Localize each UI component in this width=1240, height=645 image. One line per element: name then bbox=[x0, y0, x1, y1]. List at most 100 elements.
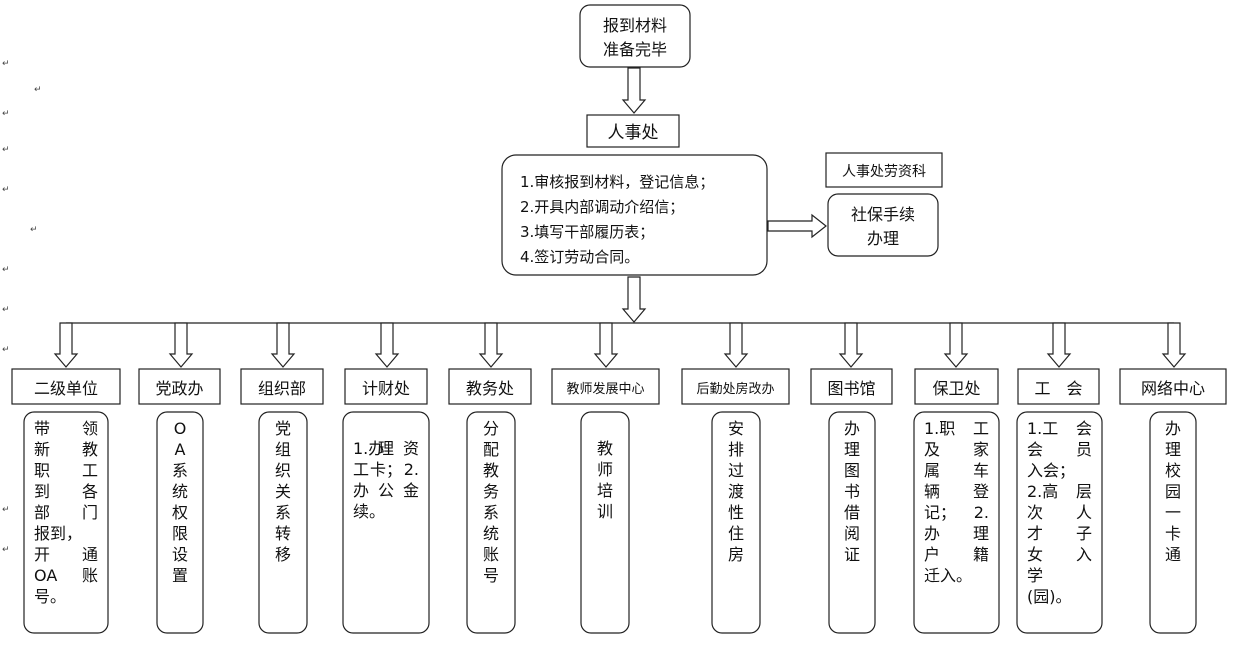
arrow-top-to-hr bbox=[621, 67, 647, 114]
department-task-text: 教 bbox=[483, 461, 499, 480]
department-task-text: 账 bbox=[483, 545, 499, 564]
department-label: 工 会 bbox=[1034, 379, 1082, 398]
department-task-text: 入会； bbox=[1027, 461, 1075, 480]
department-task-text: 图 bbox=[844, 461, 860, 480]
department-task-text: A bbox=[175, 440, 186, 459]
node-labor-section: 人事处劳资科 bbox=[825, 152, 943, 188]
svg-text:↵: ↵ bbox=[2, 305, 10, 315]
hr-label: 人事处 bbox=[608, 123, 659, 143]
department-task-text: 女 bbox=[1027, 545, 1043, 564]
arrow-hr-to-social bbox=[767, 213, 827, 239]
department-task-text: 卡； bbox=[370, 460, 402, 479]
department-label: 教师发展中心 bbox=[566, 381, 644, 397]
department-arrow bbox=[53, 322, 79, 368]
department-label: 图书馆 bbox=[827, 379, 875, 398]
department-task-text: 记； bbox=[924, 503, 956, 522]
department-arrow bbox=[374, 322, 400, 368]
department-task-text: 通 bbox=[1165, 545, 1181, 564]
department-task-text: 号。 bbox=[34, 587, 66, 606]
svg-text:↵: ↵ bbox=[34, 85, 42, 95]
department-task-text: 证 bbox=[844, 545, 860, 564]
department-task-text: 权 bbox=[172, 503, 188, 522]
department-task-text: 配 bbox=[483, 440, 499, 459]
labor-section-label: 人事处劳资科 bbox=[842, 164, 926, 180]
department-task-text: 党 bbox=[275, 419, 291, 438]
department-task-text: 家 bbox=[973, 440, 989, 459]
hr-task-1: 1.审核报到材料，登记信息； bbox=[520, 173, 714, 191]
department-task-text: 借 bbox=[844, 503, 860, 522]
department-task-box bbox=[342, 411, 430, 634]
department-4: 计财处1.办理资工卡；2.办公金续。 bbox=[342, 322, 430, 634]
department-label-box bbox=[240, 368, 324, 405]
department-label-box bbox=[1017, 368, 1100, 405]
svg-text:↵: ↵ bbox=[2, 265, 10, 275]
department-task-text: 系 bbox=[483, 503, 499, 522]
department-task-box bbox=[711, 411, 761, 634]
svg-text:↵: ↵ bbox=[2, 345, 10, 355]
department-task-text: 籍 bbox=[973, 545, 989, 564]
department-label-box bbox=[138, 368, 221, 405]
department-task-text: 置 bbox=[172, 566, 188, 585]
department-task-text: 才 bbox=[1027, 524, 1043, 543]
department-task-box bbox=[1016, 411, 1103, 634]
department-task-text: (园)。 bbox=[1027, 587, 1072, 606]
svg-text:↵: ↵ bbox=[2, 59, 10, 69]
department-task-text: 渡 bbox=[728, 482, 744, 501]
department-task-text: 户 bbox=[924, 545, 940, 564]
department-task-text: 门 bbox=[82, 503, 98, 522]
department-task-text: 迁入。 bbox=[924, 566, 972, 585]
department-task-text: 续。 bbox=[353, 502, 385, 521]
department-task-text: 书 bbox=[844, 482, 860, 501]
department-task-text: 工 bbox=[973, 419, 989, 438]
department-task-box bbox=[913, 411, 1000, 634]
department-arrow bbox=[1161, 322, 1187, 368]
arrow-hr-to-departments bbox=[621, 276, 647, 323]
department-label-box bbox=[1119, 368, 1227, 405]
department-task-text: 训 bbox=[597, 502, 613, 521]
department-task-text: 职 bbox=[34, 461, 50, 480]
department-10: 工 会1.工会会员入会；2.高层次人才子女入学(园)。 bbox=[1016, 322, 1103, 634]
department-task-text: 理 bbox=[844, 440, 860, 459]
department-task-text: 2. bbox=[974, 503, 989, 522]
department-task-text: 学 bbox=[1027, 566, 1043, 585]
department-task-text: 通 bbox=[82, 545, 98, 564]
department-task-text: 师 bbox=[597, 460, 613, 479]
department-task-text: 理 bbox=[378, 439, 394, 458]
department-task-text: 工 bbox=[353, 460, 369, 479]
department-task-text: 部 bbox=[34, 503, 50, 522]
department-task-text: 员 bbox=[1076, 440, 1092, 459]
department-label-box bbox=[681, 368, 790, 405]
department-task-text: 阅 bbox=[844, 524, 860, 543]
department-label-box bbox=[810, 368, 893, 405]
department-task-text: 属 bbox=[924, 461, 940, 480]
department-task-text: 会 bbox=[1027, 440, 1043, 459]
department-task-text: 性 bbox=[728, 503, 744, 522]
department-task-text: 移 bbox=[275, 545, 291, 564]
svg-text:↵: ↵ bbox=[2, 505, 10, 515]
department-task-text: 号 bbox=[483, 566, 499, 585]
department-task-text: 次 bbox=[1027, 503, 1043, 522]
department-task-text: OA bbox=[34, 566, 57, 585]
department-label-box bbox=[11, 368, 121, 405]
department-task-text: 分 bbox=[483, 419, 499, 438]
department-arrow bbox=[723, 322, 749, 368]
department-label: 保卫处 bbox=[932, 379, 980, 398]
department-label: 党政办 bbox=[155, 379, 203, 398]
svg-text:↵: ↵ bbox=[2, 545, 10, 555]
department-task-box bbox=[23, 411, 109, 634]
department-task-text: 登 bbox=[973, 482, 989, 501]
department-task-text: 园 bbox=[1165, 482, 1181, 501]
department-task-text: 1.职 bbox=[924, 419, 955, 438]
department-task-text: 层 bbox=[1076, 482, 1092, 501]
department-task-box bbox=[828, 411, 876, 634]
department-task-text: 系 bbox=[172, 461, 188, 480]
department-task-box bbox=[156, 411, 204, 634]
department-arrow bbox=[838, 322, 864, 368]
department-task-text: 卡 bbox=[1165, 524, 1181, 543]
department-arrow bbox=[943, 322, 969, 368]
